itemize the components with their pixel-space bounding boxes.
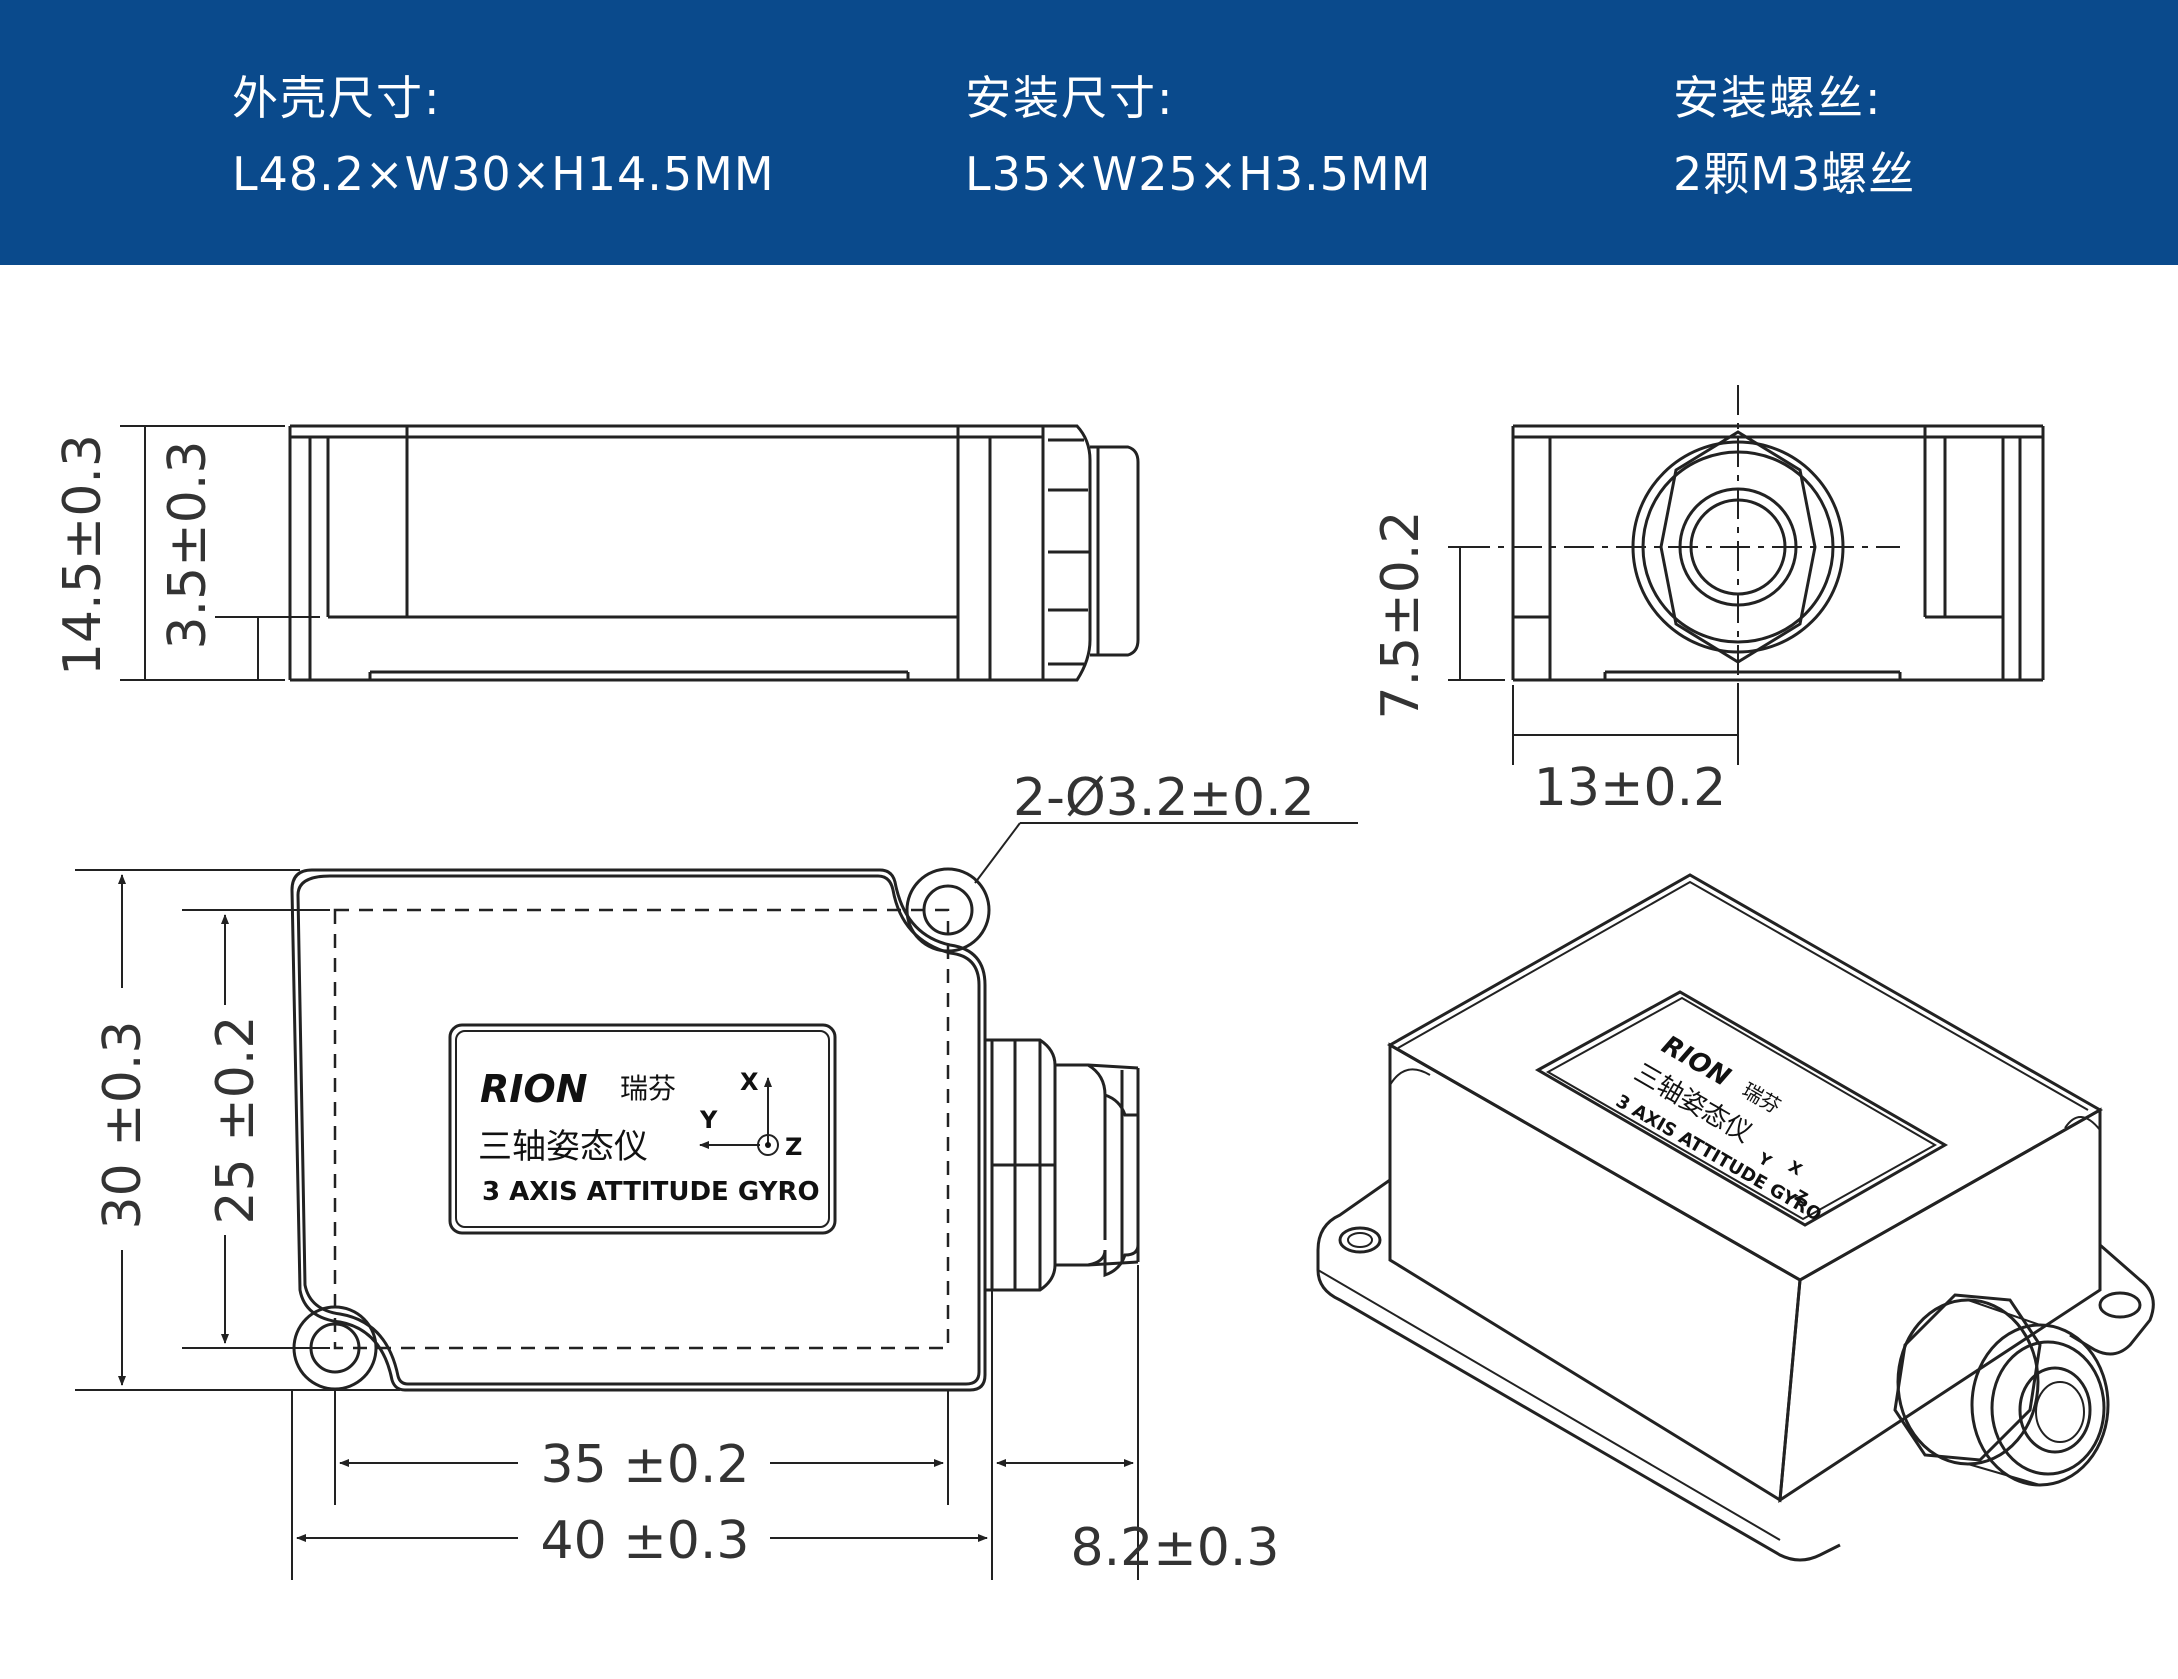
- spec-label: 安装尺寸:: [965, 71, 1175, 125]
- axis-y-label: Y: [699, 1106, 718, 1134]
- spec-housing-size: 外壳尺寸: L48.2×W30×H14.5MM: [232, 60, 775, 212]
- top-view: RION 瑞芬 三轴姿态仪 3 AXIS ATTITUDE GYRO X Y Z…: [75, 768, 1358, 1580]
- spec-label: 安装螺丝:: [1673, 71, 1883, 125]
- brand-logo: RION: [480, 1067, 588, 1111]
- brand-name-cn: 瑞芬: [620, 1072, 676, 1105]
- dim-top-length: 40 ±0.3: [541, 1511, 750, 1571]
- dim-side-flange-height: 3.5±0.3: [158, 441, 218, 650]
- dim-connector-length: 8.2±0.3: [1071, 1518, 1280, 1578]
- side-view: 14.5±0.3 3.5±0.3: [53, 424, 1140, 682]
- dim-end-center-height: 7.5±0.2: [1371, 511, 1431, 720]
- dim-hole-spec: 2-Ø3.2±0.2: [1013, 768, 1315, 828]
- spec-value: L48.2×W30×H14.5MM: [232, 147, 775, 201]
- product-name-en: 3 AXIS ATTITUDE GYRO: [482, 1177, 820, 1207]
- axis-z-label: Z: [785, 1133, 802, 1161]
- end-view: 7.5±0.2 13±0.2: [1371, 385, 2045, 818]
- dim-top-hole-pitch-x: 35 ±0.2: [541, 1435, 750, 1495]
- spec-mount-size: 安装尺寸: L35×W25×H3.5MM: [965, 60, 1431, 212]
- spec-value: 2颗M3螺丝: [1673, 147, 1916, 201]
- header-banner: 外壳尺寸: L48.2×W30×H14.5MM 安装尺寸: L35×W25×H3…: [0, 0, 2178, 265]
- axis-x-label: X: [740, 1068, 759, 1096]
- product-name-cn: 三轴姿态仪: [478, 1127, 648, 1167]
- dim-end-half-width: 13±0.2: [1534, 758, 1726, 818]
- spec-label: 外壳尺寸:: [232, 71, 442, 125]
- technical-drawing: 14.5±0.3 3.5±0.3 7.5±0: [53, 385, 2155, 1580]
- spec-mount-screws: 安装螺丝: 2颗M3螺丝: [1673, 60, 1915, 212]
- svg-text:瑞芬: 瑞芬: [1738, 1078, 1785, 1119]
- isometric-view: RION 瑞芬 三轴姿态仪 3 AXIS ATTITUDE GYRO X Y Z: [1316, 873, 2155, 1562]
- svg-text:X: X: [1785, 1157, 1806, 1180]
- spec-value: L35×W25×H3.5MM: [965, 147, 1432, 201]
- dim-side-total-height: 14.5±0.3: [53, 434, 113, 676]
- dim-top-hole-pitch-y: 25 ±0.2: [206, 1016, 266, 1225]
- dim-top-width: 30 ±0.3: [93, 1021, 153, 1230]
